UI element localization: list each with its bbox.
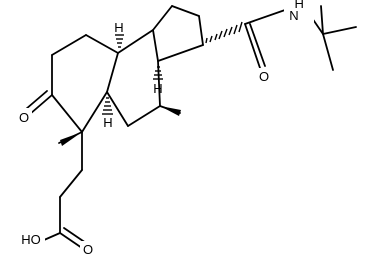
atom-acid-oxygen: O	[80, 241, 96, 258]
bond	[25, 90, 48, 110]
bond	[117, 29, 154, 54]
solid-wedge-bond	[160, 106, 181, 116]
nh-n: N	[289, 8, 298, 23]
solid-wedge-bond	[60, 132, 82, 146]
bond	[59, 232, 83, 249]
bond	[249, 23, 266, 67]
bond	[157, 44, 204, 62]
hashed-wedge-bond	[115, 34, 124, 48]
bond	[59, 169, 83, 198]
bond	[322, 33, 334, 71]
stereo-h-low: H	[103, 115, 112, 130]
bond	[51, 34, 87, 56]
carbonyl-oxygen-label: O	[259, 69, 269, 84]
hashed-wedge-bond	[102, 97, 113, 115]
bond	[81, 91, 108, 133]
nh-label: H N	[289, 0, 307, 23]
atom-nh: H N	[284, 0, 314, 25]
bond	[51, 94, 83, 133]
bond	[106, 52, 119, 93]
bond	[198, 15, 204, 46]
atom-labels: H N O O HO O H H H	[16, 0, 314, 258]
stereo-h-mid: H	[153, 81, 162, 96]
bond	[127, 105, 161, 127]
bond	[152, 5, 173, 31]
bond	[63, 227, 87, 244]
bond	[29, 94, 53, 115]
bond	[85, 34, 119, 54]
stereo-h-top: H	[114, 20, 123, 35]
acid-oxygen-label: O	[83, 242, 93, 257]
ketone-oxygen-label: O	[19, 110, 29, 125]
hashed-wedge-bond	[205, 21, 243, 44]
bond	[152, 29, 159, 62]
bond	[171, 5, 200, 17]
hashed-wedge-bond	[153, 66, 163, 80]
bond	[244, 23, 261, 69]
acid-oh-label: HO	[21, 232, 41, 247]
stereo-layer	[60, 21, 243, 146]
bond	[322, 26, 357, 35]
nh-h: H	[294, 0, 303, 11]
bond-layer	[25, 5, 357, 249]
bond	[43, 232, 61, 241]
atom-carbonyl-oxygen: O	[257, 68, 271, 84]
bond	[320, 5, 324, 35]
bond	[157, 60, 161, 107]
atom-ketone-oxygen: O	[16, 108, 32, 126]
bond	[106, 91, 129, 127]
bond	[244, 9, 286, 25]
atom-acid-oh: HO	[17, 231, 45, 248]
